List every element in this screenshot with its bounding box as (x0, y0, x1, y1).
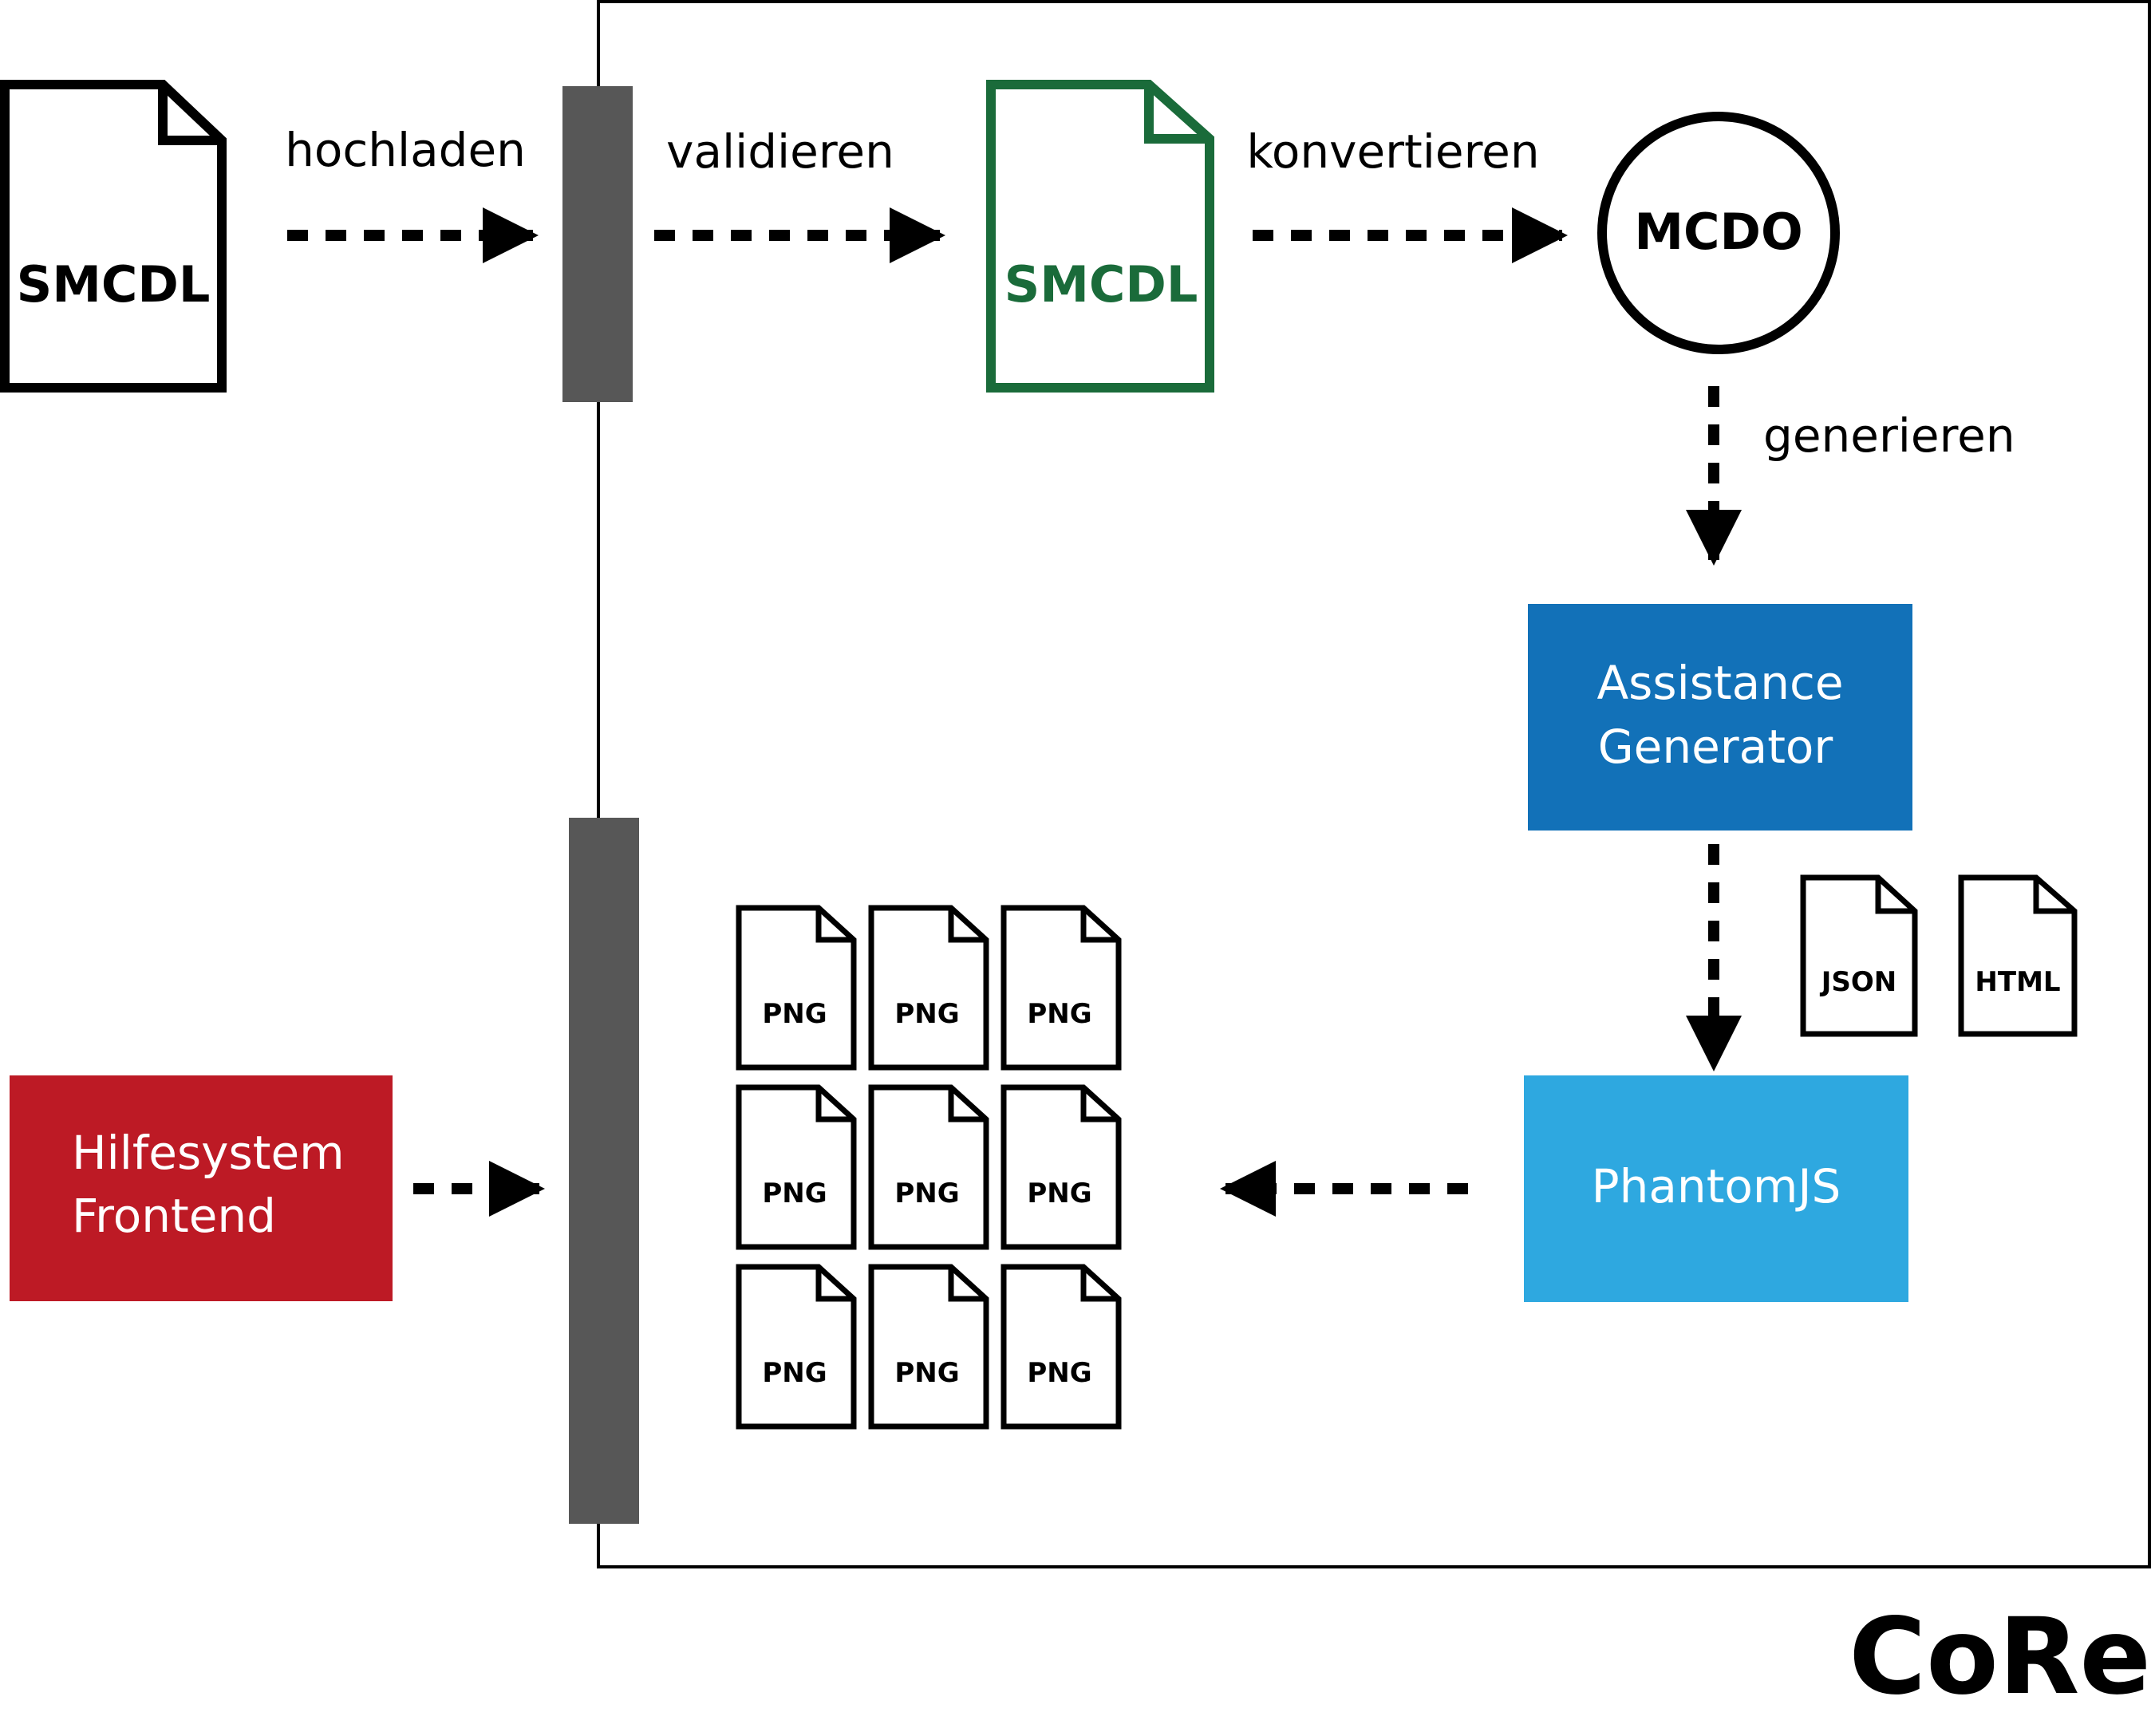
png-label: PNG (894, 1178, 959, 1209)
frontend-line1: Hilfesystem (72, 1126, 345, 1180)
mcdo-node: MCDO (1597, 112, 1840, 354)
mcdo-label: MCDO (1634, 203, 1802, 261)
smcdl-input-label: SMCDL (17, 255, 211, 314)
html-document: HTML (1958, 874, 2078, 1037)
png-label: PNG (894, 998, 959, 1030)
png-document: PNG (736, 1084, 857, 1250)
smcdl-input-document: SMCDL (0, 80, 227, 393)
html-label: HTML (1975, 966, 2060, 998)
png-label: PNG (1027, 998, 1091, 1030)
frontend-interface-bar (569, 818, 639, 1524)
core-container (597, 0, 2151, 1568)
json-label: JSON (1820, 966, 1897, 998)
assistance-generator-line1: Assistance (1596, 656, 1843, 710)
smcdl-validated-document: SMCDL (986, 80, 1214, 393)
png-label: PNG (1027, 1178, 1091, 1209)
png-document: PNG (868, 1264, 989, 1430)
generate-label: generieren (1763, 408, 2015, 463)
png-document: PNG (1001, 1084, 1122, 1250)
png-document-grid: PNG PNG PNG PNG PNG PNG (736, 905, 1122, 1430)
png-label: PNG (762, 1178, 827, 1209)
core-label: CoRe (1849, 1596, 2151, 1718)
json-document: JSON (1800, 874, 1918, 1037)
png-label: PNG (762, 998, 827, 1030)
upload-interface-bar (562, 86, 633, 402)
convert-label: konvertieren (1246, 124, 1539, 179)
png-document: PNG (736, 905, 857, 1071)
png-label: PNG (894, 1357, 959, 1389)
validate-label: validieren (666, 124, 894, 179)
png-document: PNG (868, 905, 989, 1071)
upload-label: hochladen (285, 123, 526, 177)
png-document: PNG (1001, 905, 1122, 1071)
assistance-generator-line2: Generator (1598, 720, 1833, 774)
frontend-line2: Frontend (72, 1189, 276, 1243)
assistance-generator-box: Assistance Generator (1528, 604, 1912, 831)
frontend-box: Hilfesystem Frontend (10, 1075, 393, 1301)
png-label: PNG (1027, 1357, 1091, 1389)
phantomjs-box: PhantomJS (1524, 1075, 1908, 1302)
png-document: PNG (736, 1264, 857, 1430)
png-document: PNG (868, 1084, 989, 1250)
png-document: PNG (1001, 1264, 1122, 1430)
phantomjs-label: PhantomJS (1592, 1159, 1841, 1213)
smcdl-validated-label: SMCDL (1004, 255, 1198, 314)
png-label: PNG (762, 1357, 827, 1389)
